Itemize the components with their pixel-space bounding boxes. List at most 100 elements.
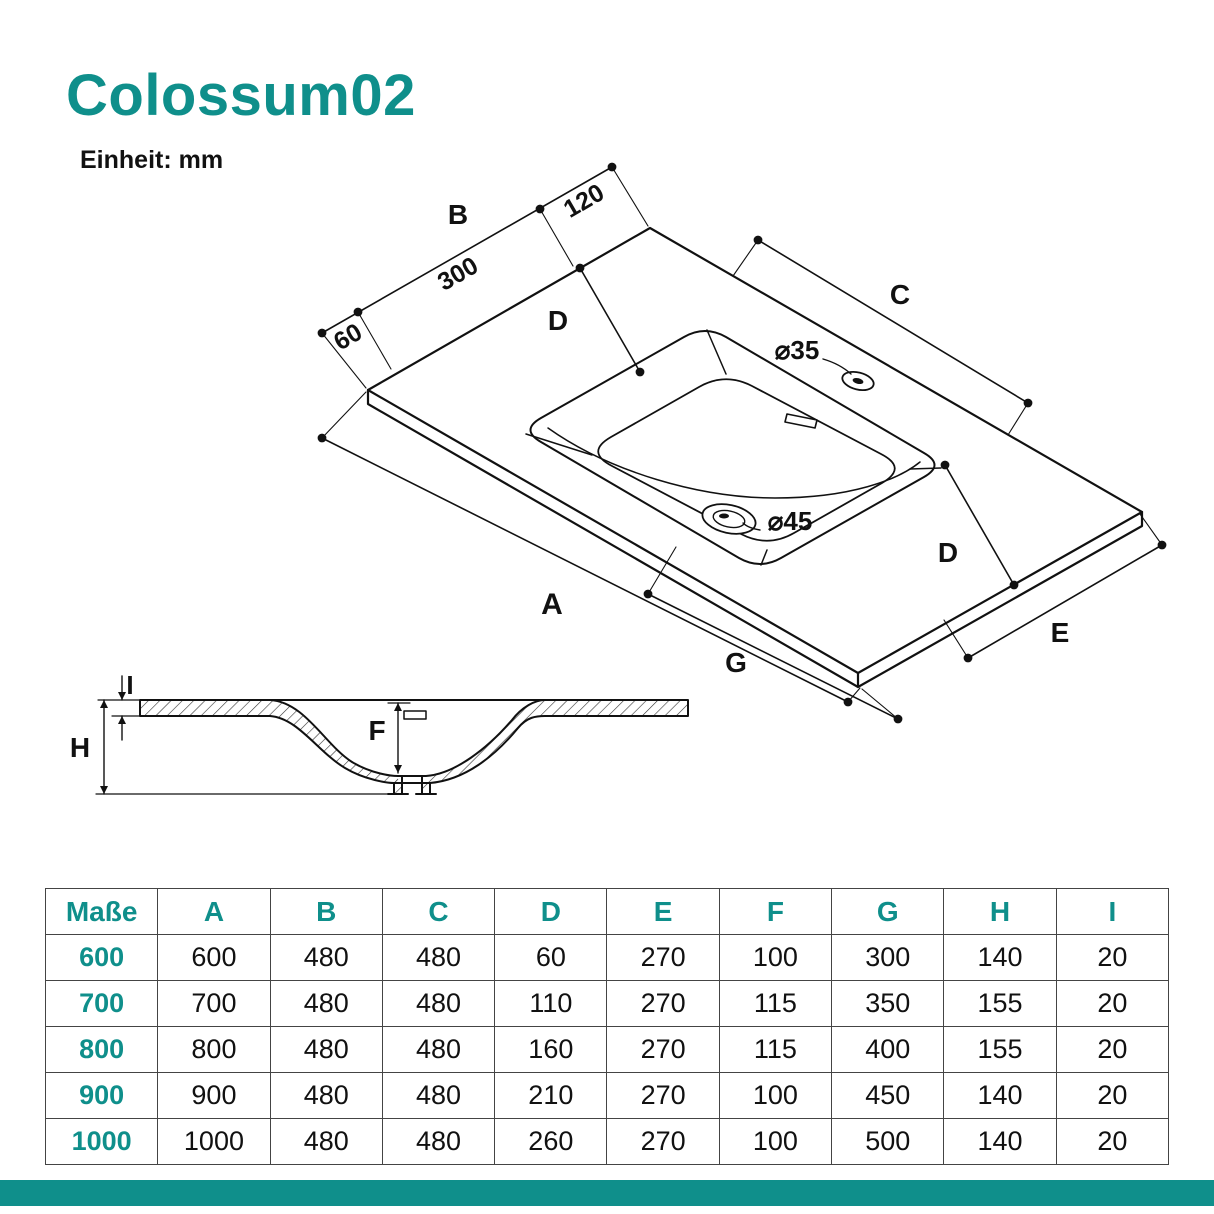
value-cell: 480 bbox=[381, 980, 496, 1027]
value-cell: 100 bbox=[718, 934, 833, 981]
section-overflow-slot bbox=[403, 710, 427, 720]
page-title: Colossum02 bbox=[66, 63, 416, 128]
value-cell: 1000 bbox=[157, 1118, 271, 1165]
value-cell: 270 bbox=[606, 1118, 720, 1165]
unit-label: Einheit: mm bbox=[80, 146, 224, 174]
value-cell: 800 bbox=[157, 1026, 271, 1073]
value-cell: 480 bbox=[269, 934, 383, 981]
dim-line-g bbox=[647, 593, 899, 720]
bottom-accent-bar bbox=[0, 1180, 1214, 1206]
dim-label-b: B bbox=[448, 199, 468, 230]
value-cell: 270 bbox=[606, 934, 720, 981]
dim-label-d-top: D bbox=[548, 305, 568, 336]
bowl-front-curve bbox=[547, 427, 921, 499]
value-cell: 480 bbox=[269, 1072, 383, 1119]
dim-line-c bbox=[757, 239, 1029, 404]
section-outline bbox=[139, 699, 689, 795]
isometric-view: B 60 300 120 C A G E D D ⌀35 ⌀45 bbox=[317, 162, 1167, 724]
slab-thickness-edges bbox=[366, 388, 1144, 689]
section-dim-f bbox=[387, 702, 411, 774]
value-cell: 20 bbox=[1055, 980, 1170, 1027]
dim-label-h: H bbox=[70, 732, 90, 763]
technical-drawing: B 60 300 120 C A G E D D ⌀35 ⌀45 bbox=[70, 162, 1167, 795]
size-cell: 1000 bbox=[44, 1118, 159, 1165]
faucet-leader-line bbox=[822, 358, 852, 375]
size-cell: 900 bbox=[44, 1072, 159, 1119]
value-cell: 115 bbox=[718, 1026, 833, 1073]
dim-label-dia45: ⌀45 bbox=[768, 506, 813, 536]
value-cell: 210 bbox=[494, 1072, 608, 1119]
col-header-a: A bbox=[157, 888, 271, 935]
dim-line-d-top bbox=[579, 267, 641, 373]
value-cell: 480 bbox=[269, 1026, 383, 1073]
col-header-masse: Maße bbox=[44, 888, 159, 935]
value-cell: 900 bbox=[157, 1072, 271, 1119]
col-header-i: I bbox=[1055, 888, 1170, 935]
value-cell: 480 bbox=[381, 1118, 496, 1165]
value-cell: 270 bbox=[606, 1072, 720, 1119]
value-cell: 160 bbox=[494, 1026, 608, 1073]
value-cell: 270 bbox=[606, 980, 720, 1027]
dim-label-dia35: ⌀35 bbox=[775, 335, 820, 365]
dimension-lines bbox=[321, 166, 1163, 720]
value-cell: 115 bbox=[718, 980, 833, 1027]
value-cell: 260 bbox=[494, 1118, 608, 1165]
bowl-wall-lines bbox=[525, 329, 942, 566]
value-cell: 480 bbox=[381, 1026, 496, 1073]
col-header-f: F bbox=[718, 888, 833, 935]
section-dim-i bbox=[97, 675, 141, 741]
value-cell: 270 bbox=[606, 1026, 720, 1073]
value-cell: 700 bbox=[157, 980, 271, 1027]
size-cell: 700 bbox=[44, 980, 159, 1027]
dim-label-f: F bbox=[368, 715, 385, 746]
dim-line-b bbox=[321, 166, 613, 334]
value-cell: 500 bbox=[831, 1118, 945, 1165]
slab-top-surface bbox=[366, 226, 1144, 675]
extension-lines bbox=[321, 166, 1163, 720]
col-header-c: C bbox=[381, 888, 496, 935]
value-cell: 20 bbox=[1055, 1072, 1170, 1119]
value-cell: 20 bbox=[1055, 1118, 1170, 1165]
value-cell: 480 bbox=[381, 934, 496, 981]
value-cell: 100 bbox=[718, 1072, 833, 1119]
cross-section-view: I H F bbox=[70, 670, 689, 795]
dimension-dots bbox=[317, 162, 1167, 724]
value-cell: 100 bbox=[718, 1118, 833, 1165]
dim-line-a bbox=[321, 437, 849, 703]
dim-label-d-side: D bbox=[938, 537, 958, 568]
col-header-b: B bbox=[269, 888, 383, 935]
size-cell: 800 bbox=[44, 1026, 159, 1073]
dim-label-a: A bbox=[541, 588, 563, 621]
dim-line-e bbox=[967, 544, 1163, 659]
value-cell: 400 bbox=[831, 1026, 945, 1073]
dim-label-c: C bbox=[890, 279, 910, 310]
dim-label-seg60: 60 bbox=[329, 318, 367, 356]
section-bowl-inner bbox=[269, 699, 546, 777]
value-cell: 600 bbox=[157, 934, 271, 981]
value-cell: 20 bbox=[1055, 1026, 1170, 1073]
dim-label-i: I bbox=[126, 670, 133, 700]
col-header-d: D bbox=[494, 888, 608, 935]
dim-label-g: G bbox=[725, 647, 747, 678]
value-cell: 480 bbox=[269, 980, 383, 1027]
col-header-e: E bbox=[606, 888, 720, 935]
overflow-slot bbox=[784, 413, 818, 429]
col-header-h: H bbox=[943, 888, 1057, 935]
value-cell: 140 bbox=[943, 934, 1057, 981]
value-cell: 155 bbox=[943, 980, 1057, 1027]
drain-hole bbox=[701, 503, 761, 535]
value-cell: 300 bbox=[831, 934, 945, 981]
value-cell: 480 bbox=[269, 1118, 383, 1165]
value-cell: 480 bbox=[381, 1072, 496, 1119]
col-header-g: G bbox=[831, 888, 945, 935]
section-drain-stub bbox=[387, 775, 437, 795]
dim-label-seg300: 300 bbox=[433, 252, 483, 297]
